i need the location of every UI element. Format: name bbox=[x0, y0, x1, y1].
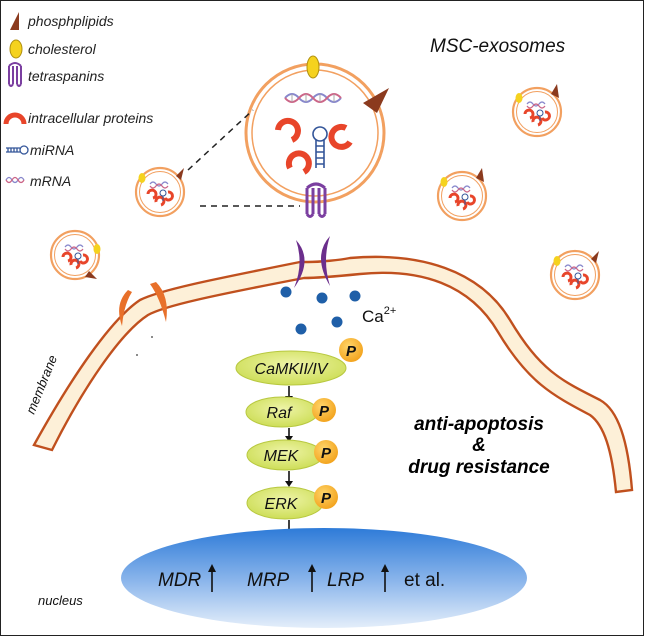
mirna-icon bbox=[6, 145, 29, 155]
phospho-badge bbox=[314, 485, 338, 509]
node-erk: ERK P bbox=[246, 485, 338, 520]
node-mek: MEK P bbox=[246, 439, 338, 471]
legend-label-mirna: miRNA bbox=[30, 142, 74, 158]
small-exosome-5 bbox=[549, 249, 601, 301]
mirna-hairpin bbox=[312, 126, 328, 168]
protein-2 bbox=[328, 123, 353, 150]
legend-label-phospholipids: phosphplipids bbox=[27, 13, 114, 29]
phospho-label: P bbox=[346, 343, 357, 360]
phospho-label: P bbox=[319, 403, 330, 420]
membrane-gap-dots bbox=[136, 336, 153, 356]
calcium-label: Ca2+ bbox=[362, 305, 396, 326]
up-arrow-icon bbox=[381, 564, 389, 592]
arrow-2 bbox=[285, 436, 293, 442]
legend-label-tetraspanins: tetraspanins bbox=[28, 68, 104, 84]
phospho-label: P bbox=[321, 445, 332, 462]
nucleus-label: nucleus bbox=[38, 593, 83, 608]
small-exosome-3 bbox=[511, 84, 563, 138]
outcome-line-1: anti-apoptosis bbox=[414, 414, 544, 435]
phospholipid-icon bbox=[10, 12, 19, 30]
small-exosome-4 bbox=[436, 168, 488, 222]
phospho-badge bbox=[312, 398, 336, 422]
node-raf-label: Raf bbox=[267, 405, 293, 422]
small-exosome-2 bbox=[49, 229, 101, 281]
cholesterol-marker bbox=[306, 55, 320, 79]
calcium-ions bbox=[280, 286, 361, 335]
tetraspanin-marker bbox=[305, 182, 327, 218]
legend-label-mrna: mRNA bbox=[30, 173, 71, 189]
nucleus: MDR MRP LRP et al. bbox=[121, 528, 527, 628]
cholesterol-icon bbox=[9, 39, 23, 59]
small-exosome-1 bbox=[134, 166, 186, 218]
mrna-icon bbox=[5, 176, 25, 184]
gene-mdr: MDR bbox=[158, 570, 202, 591]
mrna-helix bbox=[284, 93, 342, 103]
protein-3 bbox=[285, 150, 312, 175]
legend-label-intracellular-proteins: intracellular proteins bbox=[28, 110, 153, 126]
node-raf: Raf P bbox=[245, 396, 336, 428]
node-camkii: CaMKII/IV P bbox=[235, 338, 363, 386]
gene-mrp: MRP bbox=[247, 570, 290, 591]
outcome-line-3: drug resistance bbox=[408, 457, 550, 478]
node-mek-label: MEK bbox=[264, 448, 300, 465]
outcome-line-2: & bbox=[472, 435, 486, 456]
legend-label-cholesterol: cholesterol bbox=[28, 41, 97, 57]
large-exosome bbox=[244, 55, 389, 218]
arrow-3 bbox=[285, 481, 293, 487]
diagram-title: MSC-exosomes bbox=[430, 36, 566, 57]
cell-membrane bbox=[32, 255, 634, 494]
up-arrow-icon bbox=[308, 564, 316, 592]
tetraspanin-icon bbox=[8, 62, 22, 87]
intracellular-protein-icon bbox=[3, 112, 27, 125]
protein-1 bbox=[275, 117, 301, 143]
zoom-line-upper bbox=[187, 109, 254, 171]
membrane-channel bbox=[119, 282, 167, 326]
membrane-label: membrane bbox=[23, 353, 60, 416]
node-camkii-label: CaMKII/IV bbox=[255, 361, 329, 378]
signaling-cascade: CaMKII/IV P Raf P MEK P ERK P bbox=[235, 338, 363, 545]
gene-suffix: et al. bbox=[404, 570, 445, 591]
exosome-receptor bbox=[294, 236, 330, 288]
phospho-badge bbox=[339, 338, 363, 362]
gene-lrp: LRP bbox=[327, 570, 364, 591]
phospho-label: P bbox=[321, 490, 332, 507]
up-arrow-icon bbox=[208, 564, 216, 592]
legend: phosphplipids cholesterol tetraspanins i… bbox=[3, 12, 153, 189]
phospholipid-marker bbox=[363, 88, 389, 113]
phospho-badge bbox=[314, 440, 338, 464]
node-erk-label: ERK bbox=[265, 496, 299, 513]
